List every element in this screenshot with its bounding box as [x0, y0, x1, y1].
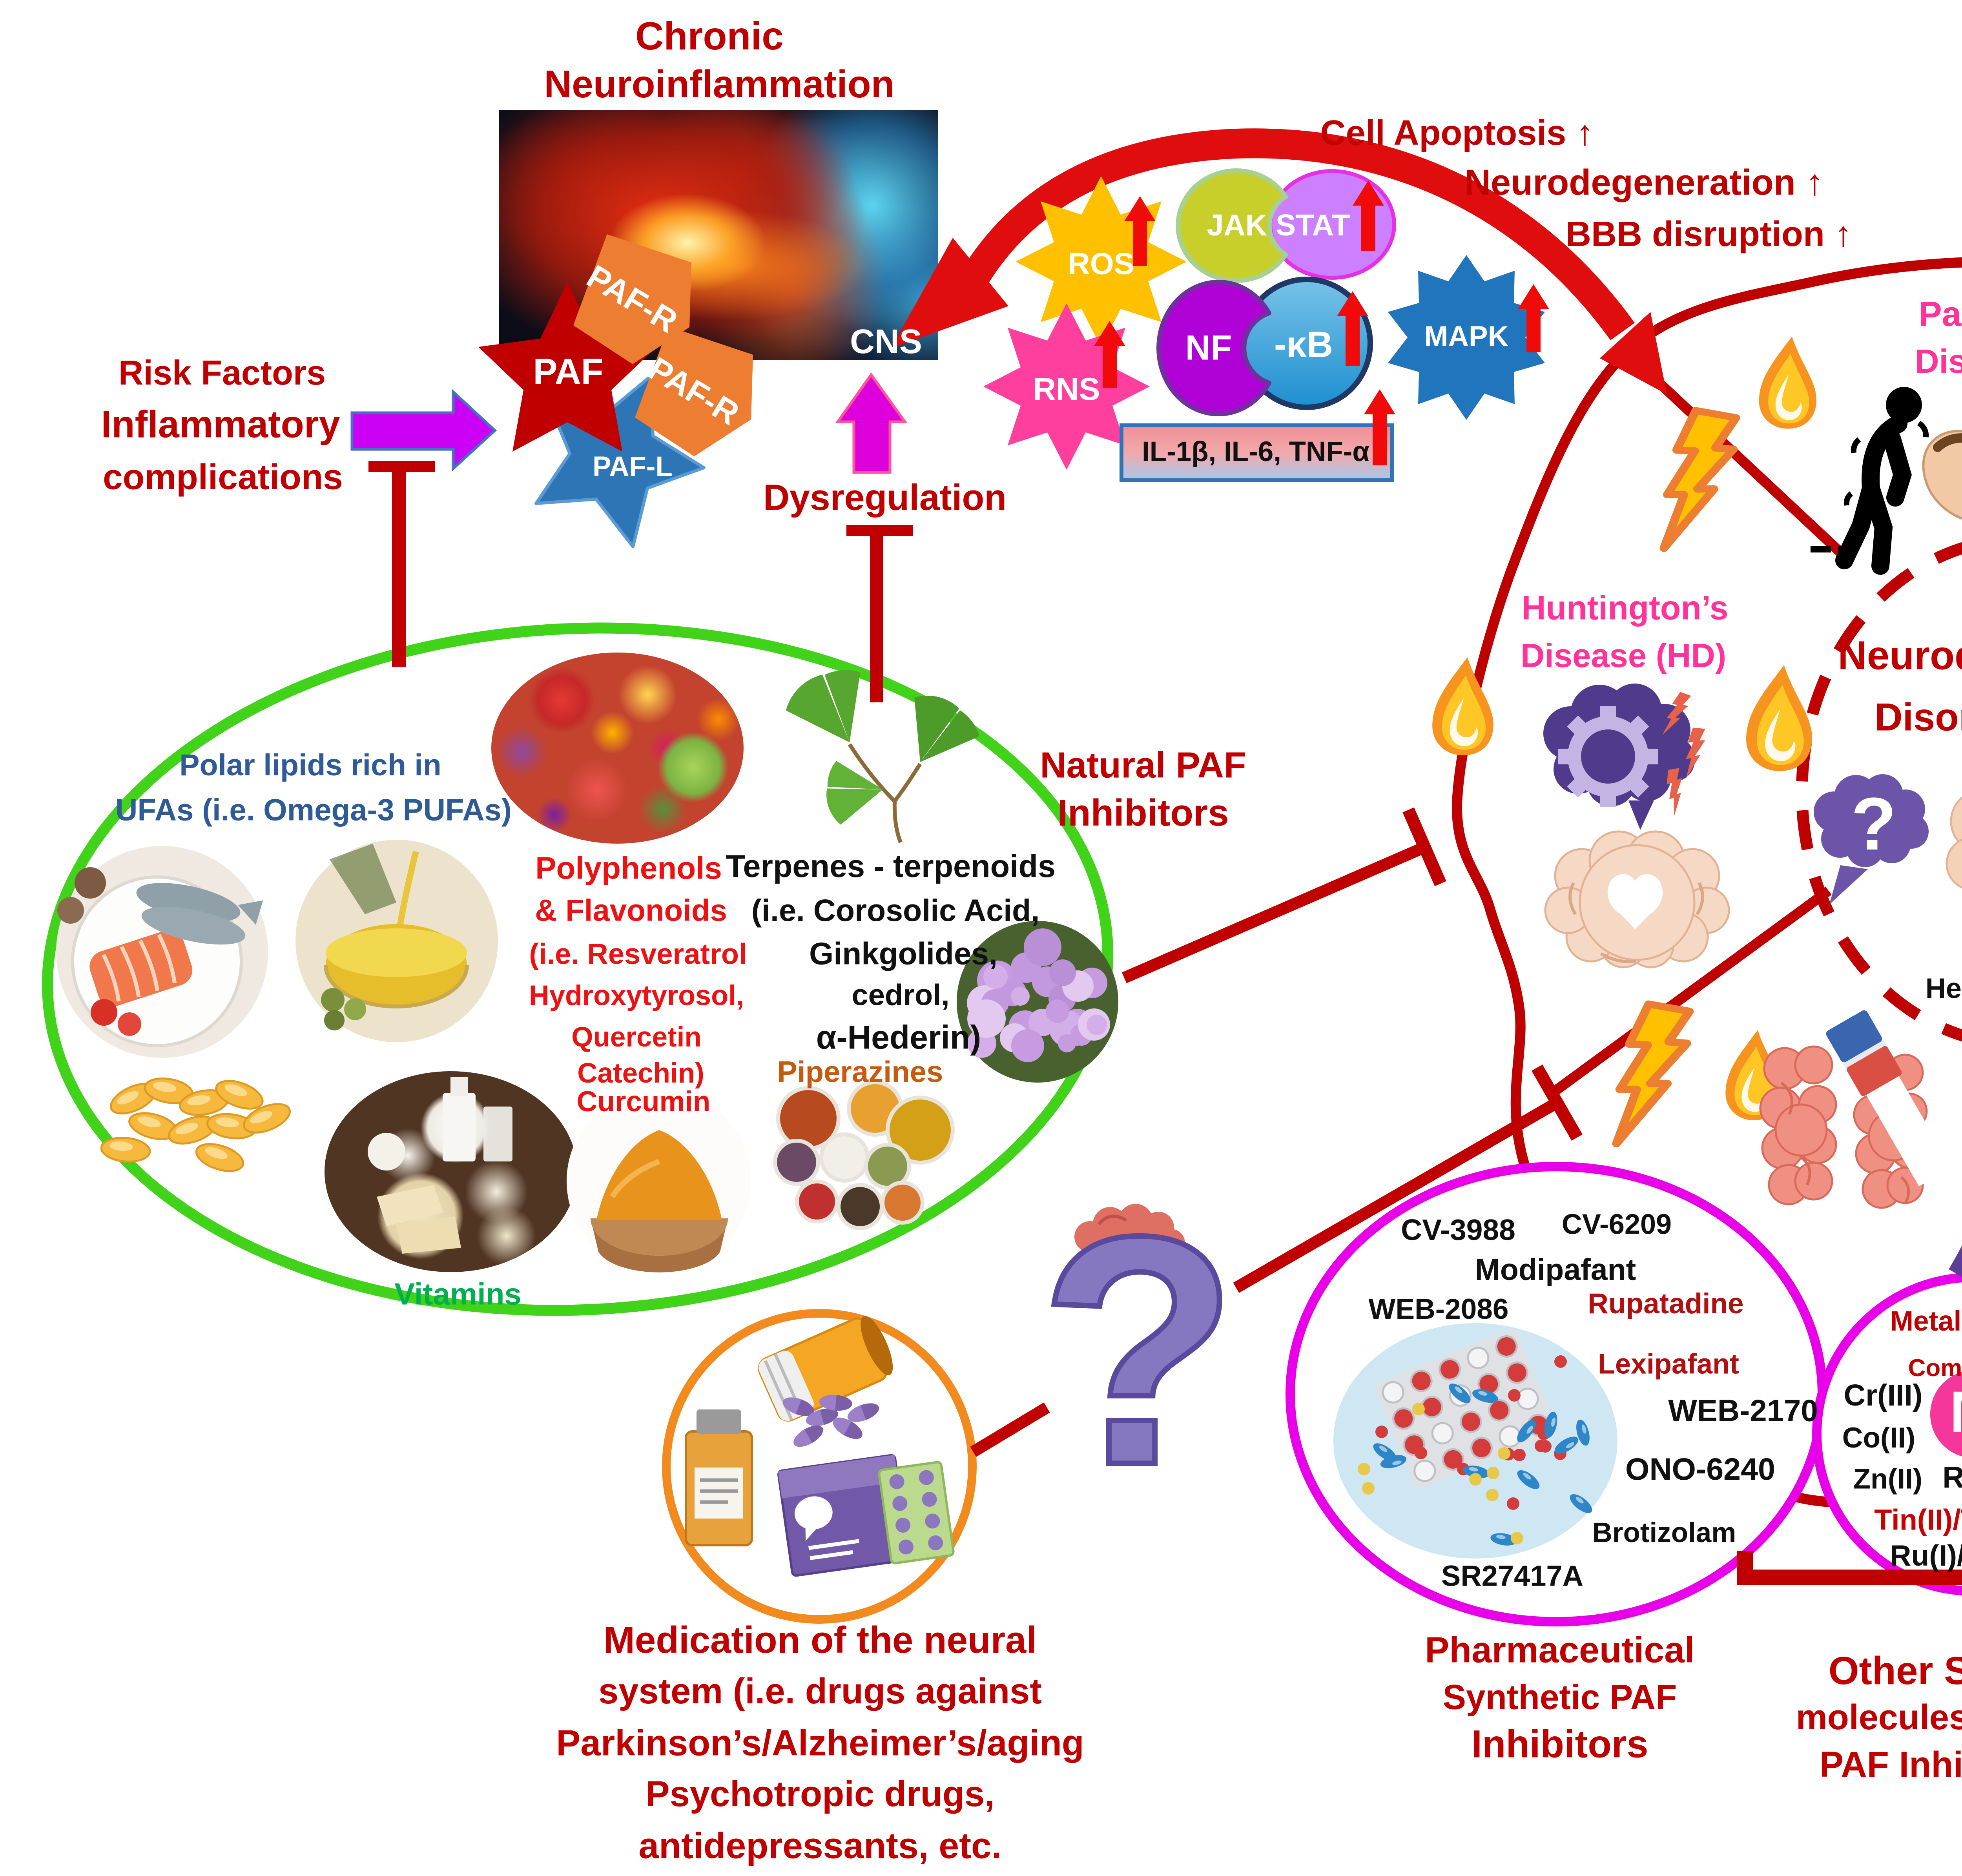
svg-text:?: ? — [1851, 782, 1896, 866]
